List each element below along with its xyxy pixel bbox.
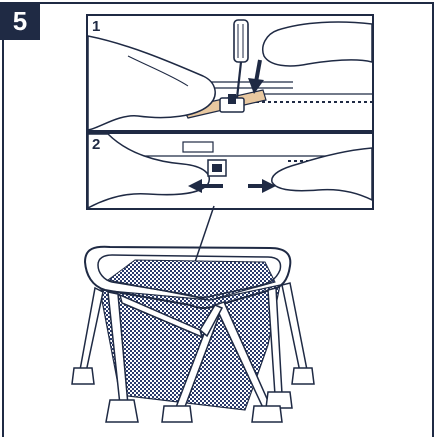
step-number-badge: 5 xyxy=(0,2,40,40)
detail-panel-2: 2 xyxy=(86,132,374,210)
frame-right-line xyxy=(432,2,434,437)
arrow-down-icon xyxy=(248,59,264,94)
frame-top-line xyxy=(40,2,433,4)
detail-panel-1: 1 xyxy=(86,14,374,132)
arrow-left-icon xyxy=(188,179,223,193)
leader-line xyxy=(194,205,215,263)
panel-2-illustration xyxy=(88,134,372,208)
frame-left-line xyxy=(2,40,4,437)
panel-1-number: 1 xyxy=(92,18,101,35)
panel-2-number: 2 xyxy=(92,136,101,153)
panel-1-illustration xyxy=(88,19,372,130)
crib-legs xyxy=(79,282,308,413)
crib-feet xyxy=(71,367,315,423)
arrow-right-icon xyxy=(248,179,276,193)
screwdriver-icon xyxy=(233,19,249,99)
